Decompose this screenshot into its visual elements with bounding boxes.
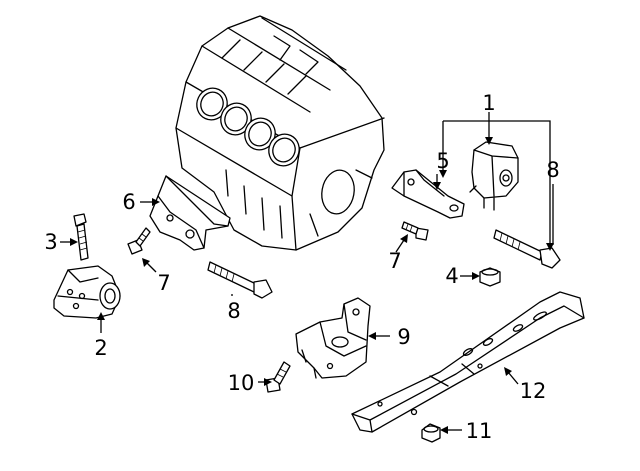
leader-arrowheads [70, 137, 554, 434]
callout-4: 4 [445, 264, 458, 288]
engine-block [175, 15, 385, 251]
bolt-3 [73, 213, 89, 261]
callout-8-left: 8 [227, 299, 240, 323]
callout-2: 2 [94, 336, 107, 360]
callout-7-left: 7 [157, 271, 170, 295]
engine-mount [469, 141, 519, 211]
callout-9: 9 [397, 325, 410, 349]
long-bolt-8-right [493, 229, 561, 269]
leader-lines [60, 112, 554, 431]
bolt-7-left [127, 227, 151, 255]
transmission-mount [295, 297, 371, 379]
left-bracket [149, 175, 231, 251]
long-bolt-8-left [207, 261, 273, 299]
crossmember [351, 291, 585, 433]
callout-8-right: 8 [546, 158, 559, 182]
cylinder-bores [196, 87, 300, 167]
mount-bracket [391, 169, 465, 219]
callout-12: 12 [520, 379, 547, 403]
nut-4 [479, 267, 501, 287]
callout-6: 6 [122, 190, 135, 214]
callout-5: 5 [436, 149, 449, 173]
bolt-7-right [401, 221, 429, 241]
callout-3: 3 [44, 230, 57, 254]
callout-10: 10 [228, 371, 255, 395]
left-mount [53, 265, 121, 319]
bolt-10 [265, 361, 291, 393]
callout-7-right: 7 [388, 249, 401, 273]
callout-1: 1 [482, 91, 495, 115]
callout-11: 11 [466, 419, 493, 443]
nut-11 [421, 423, 441, 443]
